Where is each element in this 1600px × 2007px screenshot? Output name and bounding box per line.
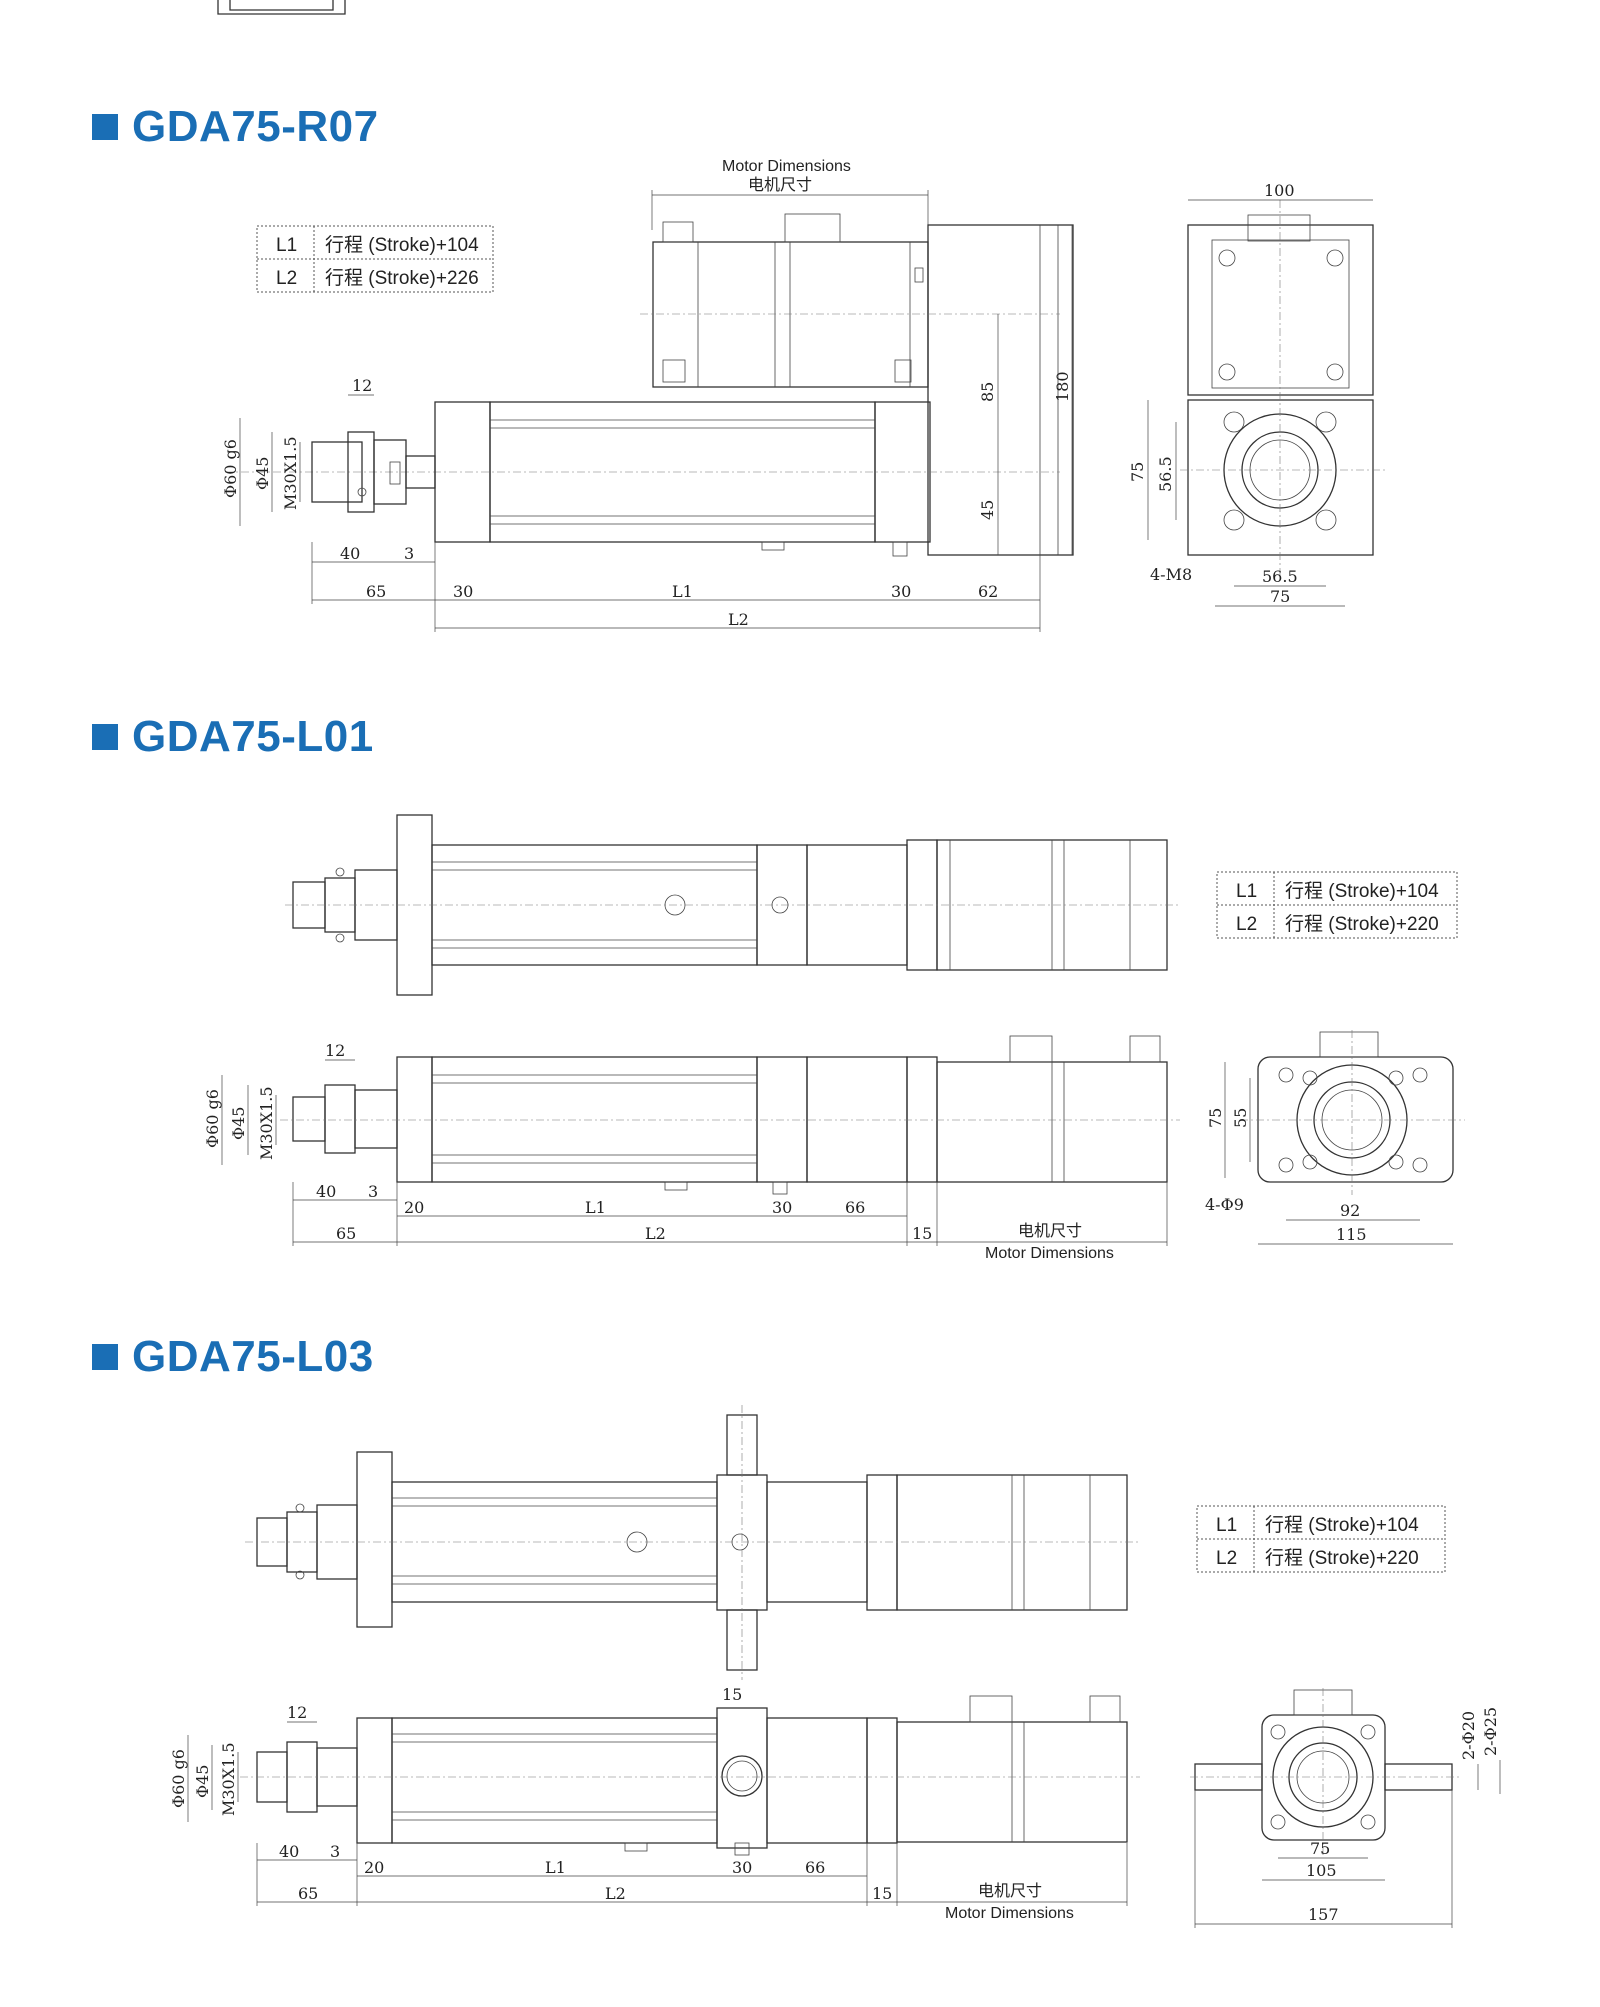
title-square-icon	[92, 724, 118, 750]
dim-label: 12	[352, 376, 372, 395]
dim-label: 92	[1340, 1201, 1360, 1220]
dim-label: 66	[805, 1858, 825, 1877]
dim-label: M30X1.5	[219, 1742, 238, 1816]
section-title-text: GDA75-L03	[132, 1332, 374, 1381]
table-key: L2	[1236, 914, 1257, 935]
dim-label: 40	[279, 1842, 299, 1861]
dim-label: 65	[366, 582, 386, 601]
dim-label: Φ60 g6	[169, 1749, 188, 1808]
motor-dimensions-label: Motor Dimensions	[985, 1245, 1114, 1262]
table-key: L1	[276, 235, 297, 256]
l03-drawing: L1 行程 (Stroke)+104 L2 行程 (Stroke)+220 12…	[169, 1405, 1501, 1928]
section-title-text: GDA75-L01	[132, 712, 374, 761]
motor-dimensions-label: Motor Dimensions	[722, 158, 851, 175]
dim-label: L1	[545, 1858, 566, 1877]
dim-label: 105	[1306, 1861, 1337, 1880]
dim-label: 30	[732, 1858, 752, 1877]
dim-label: 15	[872, 1884, 892, 1903]
dim-label: 4-M8	[1150, 565, 1192, 584]
dim-label: 2-Φ20	[1459, 1711, 1478, 1760]
dim-label: 56.5	[1262, 567, 1298, 586]
dim-label: 45	[978, 500, 997, 520]
dim-label: 4-Φ9	[1205, 1195, 1244, 1214]
dim-label: 12	[325, 1041, 345, 1060]
dim-label: Φ60 g6	[221, 439, 240, 498]
dim-label: 3	[368, 1182, 378, 1201]
motor-dimensions-label-cn: 电机尺寸	[1018, 1222, 1082, 1240]
dim-label: 2-Φ25	[1481, 1707, 1500, 1756]
dim-label: 3	[404, 544, 414, 563]
dim-label: 20	[364, 1858, 384, 1877]
dim-label: L2	[728, 610, 749, 629]
dim-label: 75	[1270, 587, 1290, 606]
table-key: L1	[1236, 881, 1257, 902]
section-title-r07: GDA75-R07	[92, 97, 379, 157]
title-square-icon	[92, 1344, 118, 1370]
dim-label: 30	[453, 582, 473, 601]
l01-drawing: L1 行程 (Stroke)+104 L2 行程 (Stroke)+220 12…	[203, 814, 1465, 1262]
dim-label: 30	[772, 1198, 792, 1217]
dim-label: M30X1.5	[257, 1086, 276, 1160]
dim-label: L2	[645, 1224, 666, 1243]
table-key: L2	[1216, 1548, 1237, 1569]
dim-label: L1	[585, 1198, 606, 1217]
motor-dimensions-label-cn: 电机尺寸	[748, 176, 812, 194]
l01-spec-table: L1 行程 (Stroke)+104 L2 行程 (Stroke)+220	[1216, 871, 1458, 939]
motor-dimensions-label-cn: 电机尺寸	[978, 1882, 1042, 1900]
section-title-l03: GDA75-L03	[92, 1327, 374, 1387]
dim-label: 65	[298, 1884, 318, 1903]
dim-label: M30X1.5	[281, 436, 300, 510]
table-value: 行程 (Stroke)+220	[1285, 913, 1439, 935]
table-value: 行程 (Stroke)+226	[325, 267, 479, 289]
dim-label: 85	[978, 382, 997, 402]
section-title-l01: GDA75-L01	[92, 707, 374, 767]
table-value: 行程 (Stroke)+220	[1265, 1547, 1419, 1569]
table-value: 行程 (Stroke)+104	[1265, 1514, 1419, 1536]
dim-label: 157	[1308, 1905, 1339, 1924]
dim-label: Φ45	[193, 1765, 212, 1798]
dim-label: 12	[287, 1703, 307, 1722]
dim-label: Φ45	[253, 457, 272, 490]
r07-drawing: L1 行程 (Stroke)+104 L2 行程 (Stroke)+226 Mo…	[221, 158, 1385, 632]
dim-label: 75	[1128, 462, 1147, 482]
dim-label: 55	[1231, 1108, 1250, 1128]
table-key: L2	[276, 268, 297, 289]
dim-label: 40	[316, 1182, 336, 1201]
dim-label: 15	[912, 1224, 932, 1243]
partial-drawing-remnant	[217, 0, 346, 15]
dim-label: 40	[340, 544, 360, 563]
dim-label: L2	[605, 1884, 626, 1903]
dim-label: 30	[891, 582, 911, 601]
title-square-icon	[92, 114, 118, 140]
dim-label: 56.5	[1156, 456, 1175, 492]
dim-label: 115	[1336, 1225, 1367, 1244]
r07-spec-table: L1 行程 (Stroke)+104 L2 行程 (Stroke)+226	[256, 225, 494, 293]
table-key: L1	[1216, 1515, 1237, 1536]
dim-label: Φ45	[229, 1107, 248, 1140]
dim-label: Φ60 g6	[203, 1089, 222, 1148]
dim-label: 75	[1206, 1108, 1225, 1128]
section-title-text: GDA75-R07	[132, 102, 379, 151]
dim-label: 75	[1310, 1839, 1330, 1858]
dim-label: 180	[1053, 371, 1072, 402]
dim-label: 15	[722, 1685, 742, 1704]
dim-label: 65	[336, 1224, 356, 1243]
dim-label: L1	[672, 582, 693, 601]
dim-label: 3	[330, 1842, 340, 1861]
motor-dimensions-label: Motor Dimensions	[945, 1905, 1074, 1922]
table-value: 行程 (Stroke)+104	[1285, 880, 1439, 902]
l03-spec-table: L1 行程 (Stroke)+104 L2 行程 (Stroke)+220	[1196, 1505, 1446, 1573]
dim-label: 66	[845, 1198, 865, 1217]
dim-label: 62	[978, 582, 998, 601]
dim-label: 20	[404, 1198, 424, 1217]
dim-label: 100	[1264, 181, 1295, 200]
table-value: 行程 (Stroke)+104	[325, 234, 479, 256]
